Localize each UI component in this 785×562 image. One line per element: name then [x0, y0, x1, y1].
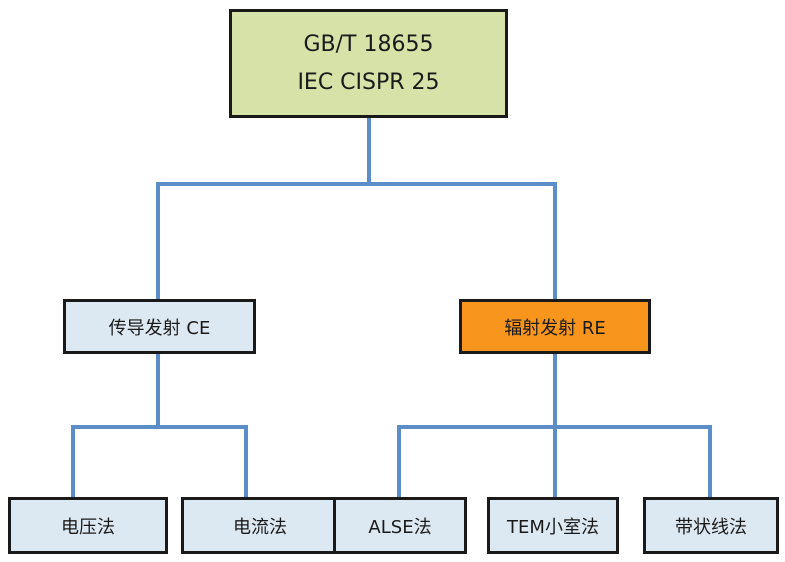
conducted-emission-node: 传导发射 CE [63, 299, 256, 354]
tem-cell-method-label: TEM小室法 [507, 516, 599, 538]
standard-gb-label: GB/T 18655 [303, 31, 434, 57]
standard-root-node: GB/T 18655 IEC CISPR 25 [229, 9, 508, 118]
tem-cell-method-node: TEM小室法 [487, 497, 619, 554]
current-method-label: 电流法 [233, 516, 287, 538]
stripline-method-label: 带状线法 [675, 516, 747, 538]
radiated-emission-node: 辐射发射 RE [459, 299, 651, 354]
radiated-emission-label: 辐射发射 RE [504, 317, 606, 339]
stripline-method-node: 带状线法 [643, 497, 779, 554]
voltage-method-node: 电压法 [8, 497, 168, 554]
alse-method-label: ALSE法 [368, 516, 432, 538]
conducted-emission-label: 传导发射 CE [108, 317, 211, 339]
standard-iec-label: IEC CISPR 25 [297, 69, 440, 95]
alse-method-node: ALSE法 [333, 497, 467, 554]
current-method-node: 电流法 [181, 497, 339, 554]
voltage-method-label: 电压法 [61, 516, 115, 538]
